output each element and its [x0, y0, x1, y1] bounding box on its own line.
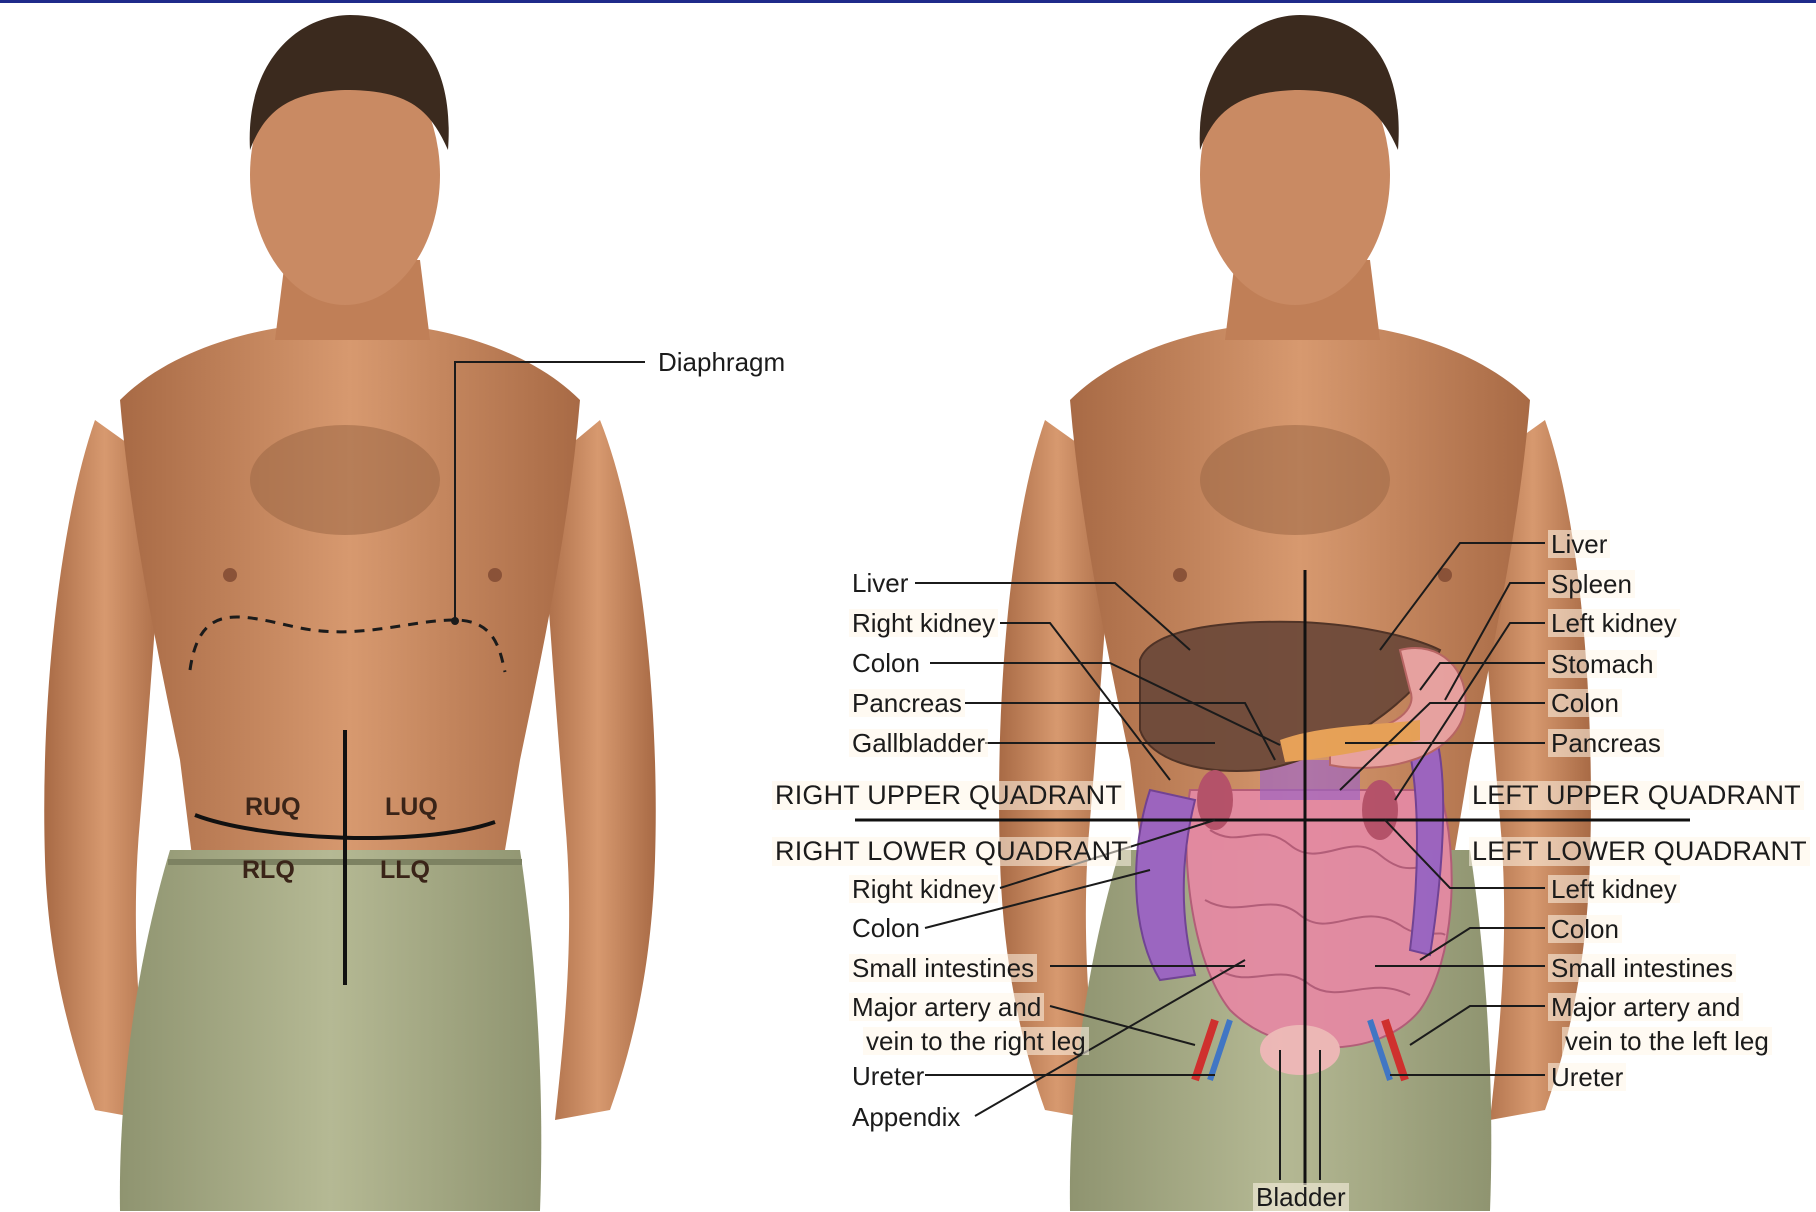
label-major-artery-right-1: Major artery and [849, 993, 1044, 1021]
label-gallbladder: Gallbladder [849, 729, 988, 757]
right-lower-quadrant-heading: RIGHT LOWER QUADRANT [772, 837, 1131, 866]
quadrant-abbr-ruq: RUQ [245, 795, 301, 820]
left-figure-shorts [120, 850, 541, 1211]
left-upper-quadrant-heading: LEFT UPPER QUADRANT [1469, 781, 1804, 810]
label-colon-lower-left: Colon [852, 915, 920, 941]
bladder-organ [1260, 1025, 1340, 1075]
quadrant-abbr-llq: LLQ [380, 858, 430, 883]
label-bladder: Bladder [1253, 1183, 1349, 1211]
label-major-artery-right-2: vein to the right leg [863, 1027, 1089, 1055]
label-pancreas-right: Pancreas [1548, 729, 1664, 757]
quadrant-abbr-luq: LUQ [385, 795, 438, 820]
label-small-intestines-left: Small intestines [849, 954, 1037, 982]
label-major-artery-left-1: Major artery and [1548, 993, 1743, 1021]
left-figure-torso [120, 325, 580, 880]
label-stomach: Stomach [1548, 650, 1657, 678]
quadrant-abbr-rlq: RLQ [242, 858, 295, 883]
label-colon-upper-left: Colon [852, 650, 920, 676]
right-upper-quadrant-heading: RIGHT UPPER QUADRANT [772, 781, 1125, 810]
label-colon-upper-right: Colon [1548, 689, 1622, 717]
label-left-kidney-lower: Left kidney [1548, 875, 1680, 903]
label-small-intestines-right: Small intestines [1548, 954, 1736, 982]
label-liver-left: Liver [1548, 530, 1610, 558]
label-ureter-right: Ureter [1548, 1063, 1626, 1091]
label-right-kidney-lower: Right kidney [849, 875, 998, 903]
left-kidney-organ [1362, 780, 1398, 840]
label-colon-lower-right: Colon [1548, 915, 1622, 943]
label-spleen: Spleen [1548, 570, 1635, 598]
label-pancreas-left: Pancreas [849, 689, 965, 717]
left-lower-quadrant-heading: LEFT LOWER QUADRANT [1469, 837, 1810, 866]
label-ureter-left: Ureter [852, 1063, 924, 1089]
label-appendix: Appendix [852, 1104, 960, 1130]
diaphragm-label: Diaphragm [658, 349, 785, 375]
label-right-kidney-upper: Right kidney [849, 609, 998, 637]
label-liver-right: Liver [852, 570, 908, 596]
label-major-artery-left-2: vein to the left leg [1562, 1027, 1772, 1055]
label-left-kidney-upper: Left kidney [1548, 609, 1680, 637]
left-figure-chest-hair [250, 425, 440, 535]
left-figure [44, 15, 656, 1211]
